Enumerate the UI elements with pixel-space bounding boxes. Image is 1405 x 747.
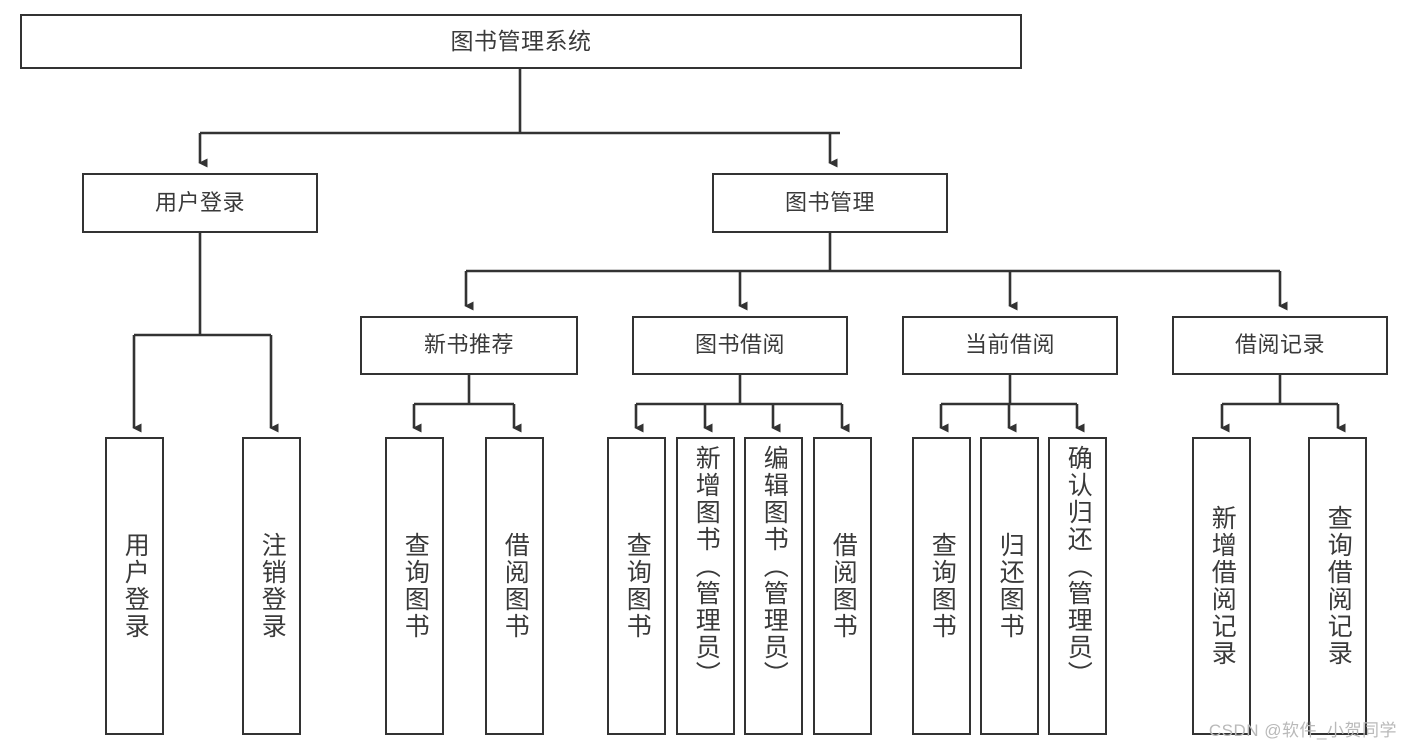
node-label: 归还图书 (996, 532, 1025, 640)
csdn-watermark: CSDN @软件_小贺同学 (1208, 721, 1397, 740)
node-current-borrow[interactable]: 当前借阅 (902, 316, 1118, 375)
node-label: 查询借阅记录 (1324, 505, 1353, 667)
node-label: 查询图书 (928, 532, 957, 640)
leaf-book-borrow-edit[interactable]: 编辑图书（管理员） (744, 437, 803, 735)
node-book-borrow[interactable]: 图书借阅 (632, 316, 848, 375)
node-label: 查询图书 (623, 532, 652, 640)
leaf-current-borrow-query[interactable]: 查询图书 (912, 437, 971, 735)
node-label: 借阅记录 (1234, 332, 1325, 358)
node-label: 图书管理 (784, 189, 875, 215)
node-label: 借阅图书 (829, 532, 858, 640)
leaf-current-borrow-confirm-return[interactable]: 确认归还（管理员） (1048, 437, 1107, 735)
leaf-new-book-query[interactable]: 查询图书 (385, 437, 444, 735)
node-label: 新增图书（管理员） (692, 445, 721, 688)
node-label: 编辑图书（管理员） (760, 445, 789, 688)
leaf-current-borrow-return[interactable]: 归还图书 (980, 437, 1039, 735)
leaf-book-borrow-add[interactable]: 新增图书（管理员） (676, 437, 735, 735)
leaf-user-login-signout[interactable]: 注销登录 (242, 437, 301, 735)
node-borrow-record[interactable]: 借阅记录 (1172, 316, 1388, 375)
node-label: 当前借阅 (964, 332, 1055, 358)
node-label: 确认归还（管理员） (1064, 445, 1093, 688)
leaf-book-borrow-query[interactable]: 查询图书 (607, 437, 666, 735)
node-label: 新书推荐 (423, 332, 514, 358)
leaf-borrow-record-add[interactable]: 新增借阅记录 (1192, 437, 1251, 735)
node-label: 注销登录 (258, 532, 287, 640)
leaf-book-borrow-lend[interactable]: 借阅图书 (813, 437, 872, 735)
node-user-login[interactable]: 用户登录 (82, 173, 318, 233)
leaf-new-book-borrow[interactable]: 借阅图书 (485, 437, 544, 735)
node-label: 用户登录 (121, 532, 150, 640)
node-label: 图书借阅 (694, 332, 785, 358)
node-label: 图书管理系统 (450, 27, 592, 54)
leaf-borrow-record-query[interactable]: 查询借阅记录 (1308, 437, 1367, 735)
node-new-book-recommend[interactable]: 新书推荐 (360, 316, 578, 375)
node-label: 查询图书 (401, 532, 430, 640)
node-book-management[interactable]: 图书管理 (712, 173, 948, 233)
leaf-user-login-signin[interactable]: 用户登录 (105, 437, 164, 735)
node-label: 用户登录 (154, 189, 245, 215)
node-label: 借阅图书 (501, 532, 530, 640)
node-label: 新增借阅记录 (1208, 505, 1237, 667)
node-root-system[interactable]: 图书管理系统 (20, 14, 1022, 69)
